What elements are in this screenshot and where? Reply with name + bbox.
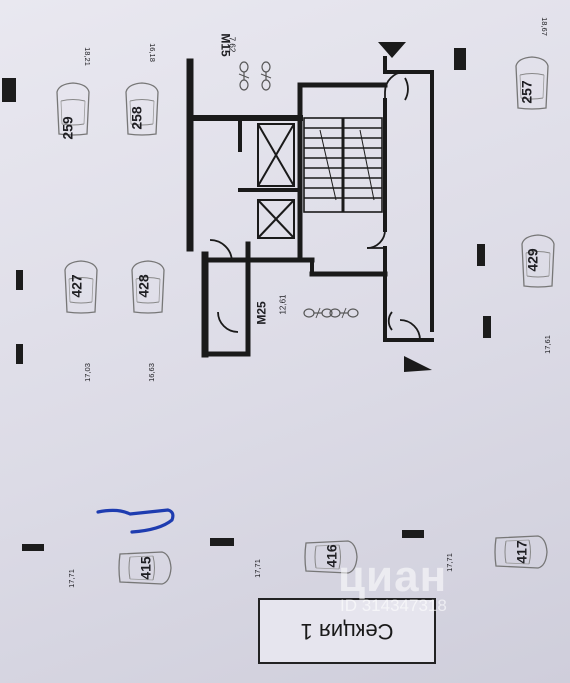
section-label-box: Секция 1 — [258, 598, 436, 664]
bicycle-icon — [303, 307, 333, 319]
parking-spot-number: 417 — [513, 540, 530, 564]
storage-room-area: 12,61 — [278, 294, 288, 315]
parking-spot-size: 17,71 — [252, 559, 262, 578]
parking-spot-number: 428 — [135, 274, 152, 298]
parking-spot-size: 16,63 — [146, 363, 156, 382]
parking-spot-number: 429 — [524, 248, 541, 272]
hand-drawn-mark — [96, 508, 175, 534]
bicycle-icon — [260, 61, 272, 91]
parking-spot-size: 18,67 — [539, 17, 549, 36]
parking-spot-number: 258 — [128, 106, 145, 130]
parking-spot-size: 16,18 — [147, 43, 157, 62]
doors — [209, 71, 421, 341]
watermark-brand: циан — [338, 552, 448, 601]
parking-spot-number: 259 — [59, 116, 76, 140]
staircase — [303, 117, 383, 213]
lift-shafts — [257, 123, 295, 239]
parking-spot-size: 18,21 — [82, 47, 92, 66]
entrance-arrows — [378, 42, 432, 372]
storage-room-code: M25 — [254, 301, 269, 325]
watermark-id: ID 314347318 — [340, 596, 447, 615]
parking-spot-number: 415 — [137, 556, 154, 580]
parking-spot-size: 17,61 — [542, 335, 552, 354]
parking-spot-number: 427 — [68, 274, 85, 298]
bicycle-icon — [238, 61, 250, 91]
parking-spot-number: 257 — [518, 80, 535, 104]
parking-spot-size: 17,03 — [82, 363, 92, 382]
column-marks — [2, 48, 491, 551]
parking-spot-size: 17,71 — [66, 569, 76, 588]
storage-room-area: 7,62 — [227, 36, 237, 53]
bicycle-icon — [329, 307, 359, 319]
